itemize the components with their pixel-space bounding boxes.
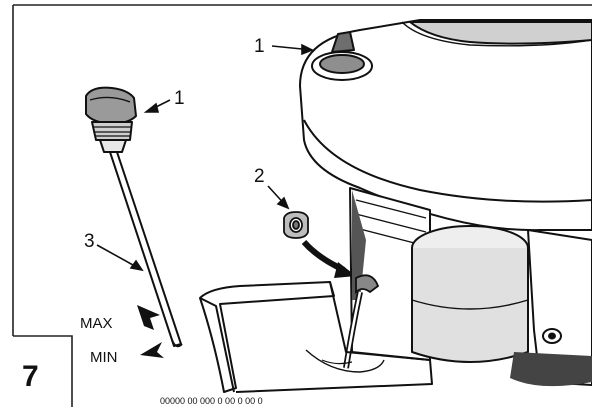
drain-plug — [283, 211, 309, 239]
callout-2-drain-plug: 2 — [254, 166, 265, 187]
callout-1-dipstick-cap: 1 — [174, 88, 185, 109]
step-number: 7 — [22, 360, 39, 393]
dipstick — [85, 86, 183, 348]
footer-code: 00000 00 000 0 00 0 00 0 — [160, 396, 263, 406]
callout-3-dipstick: 3 — [84, 231, 95, 252]
oil-stream — [343, 274, 380, 369]
max-arrow — [137, 305, 160, 330]
drain-pan — [199, 281, 433, 393]
max-label: MAX — [80, 315, 113, 332]
step-number-box: 7 — [22, 360, 39, 393]
figure-frame — [12, 4, 592, 407]
engine — [299, 19, 592, 387]
min-arrow — [140, 342, 164, 358]
min-label: MIN — [90, 349, 118, 366]
drain-direction-arrow — [301, 239, 356, 278]
callout-1-engine-cap: 1 — [254, 36, 265, 57]
callout-leaders — [96, 43, 314, 272]
